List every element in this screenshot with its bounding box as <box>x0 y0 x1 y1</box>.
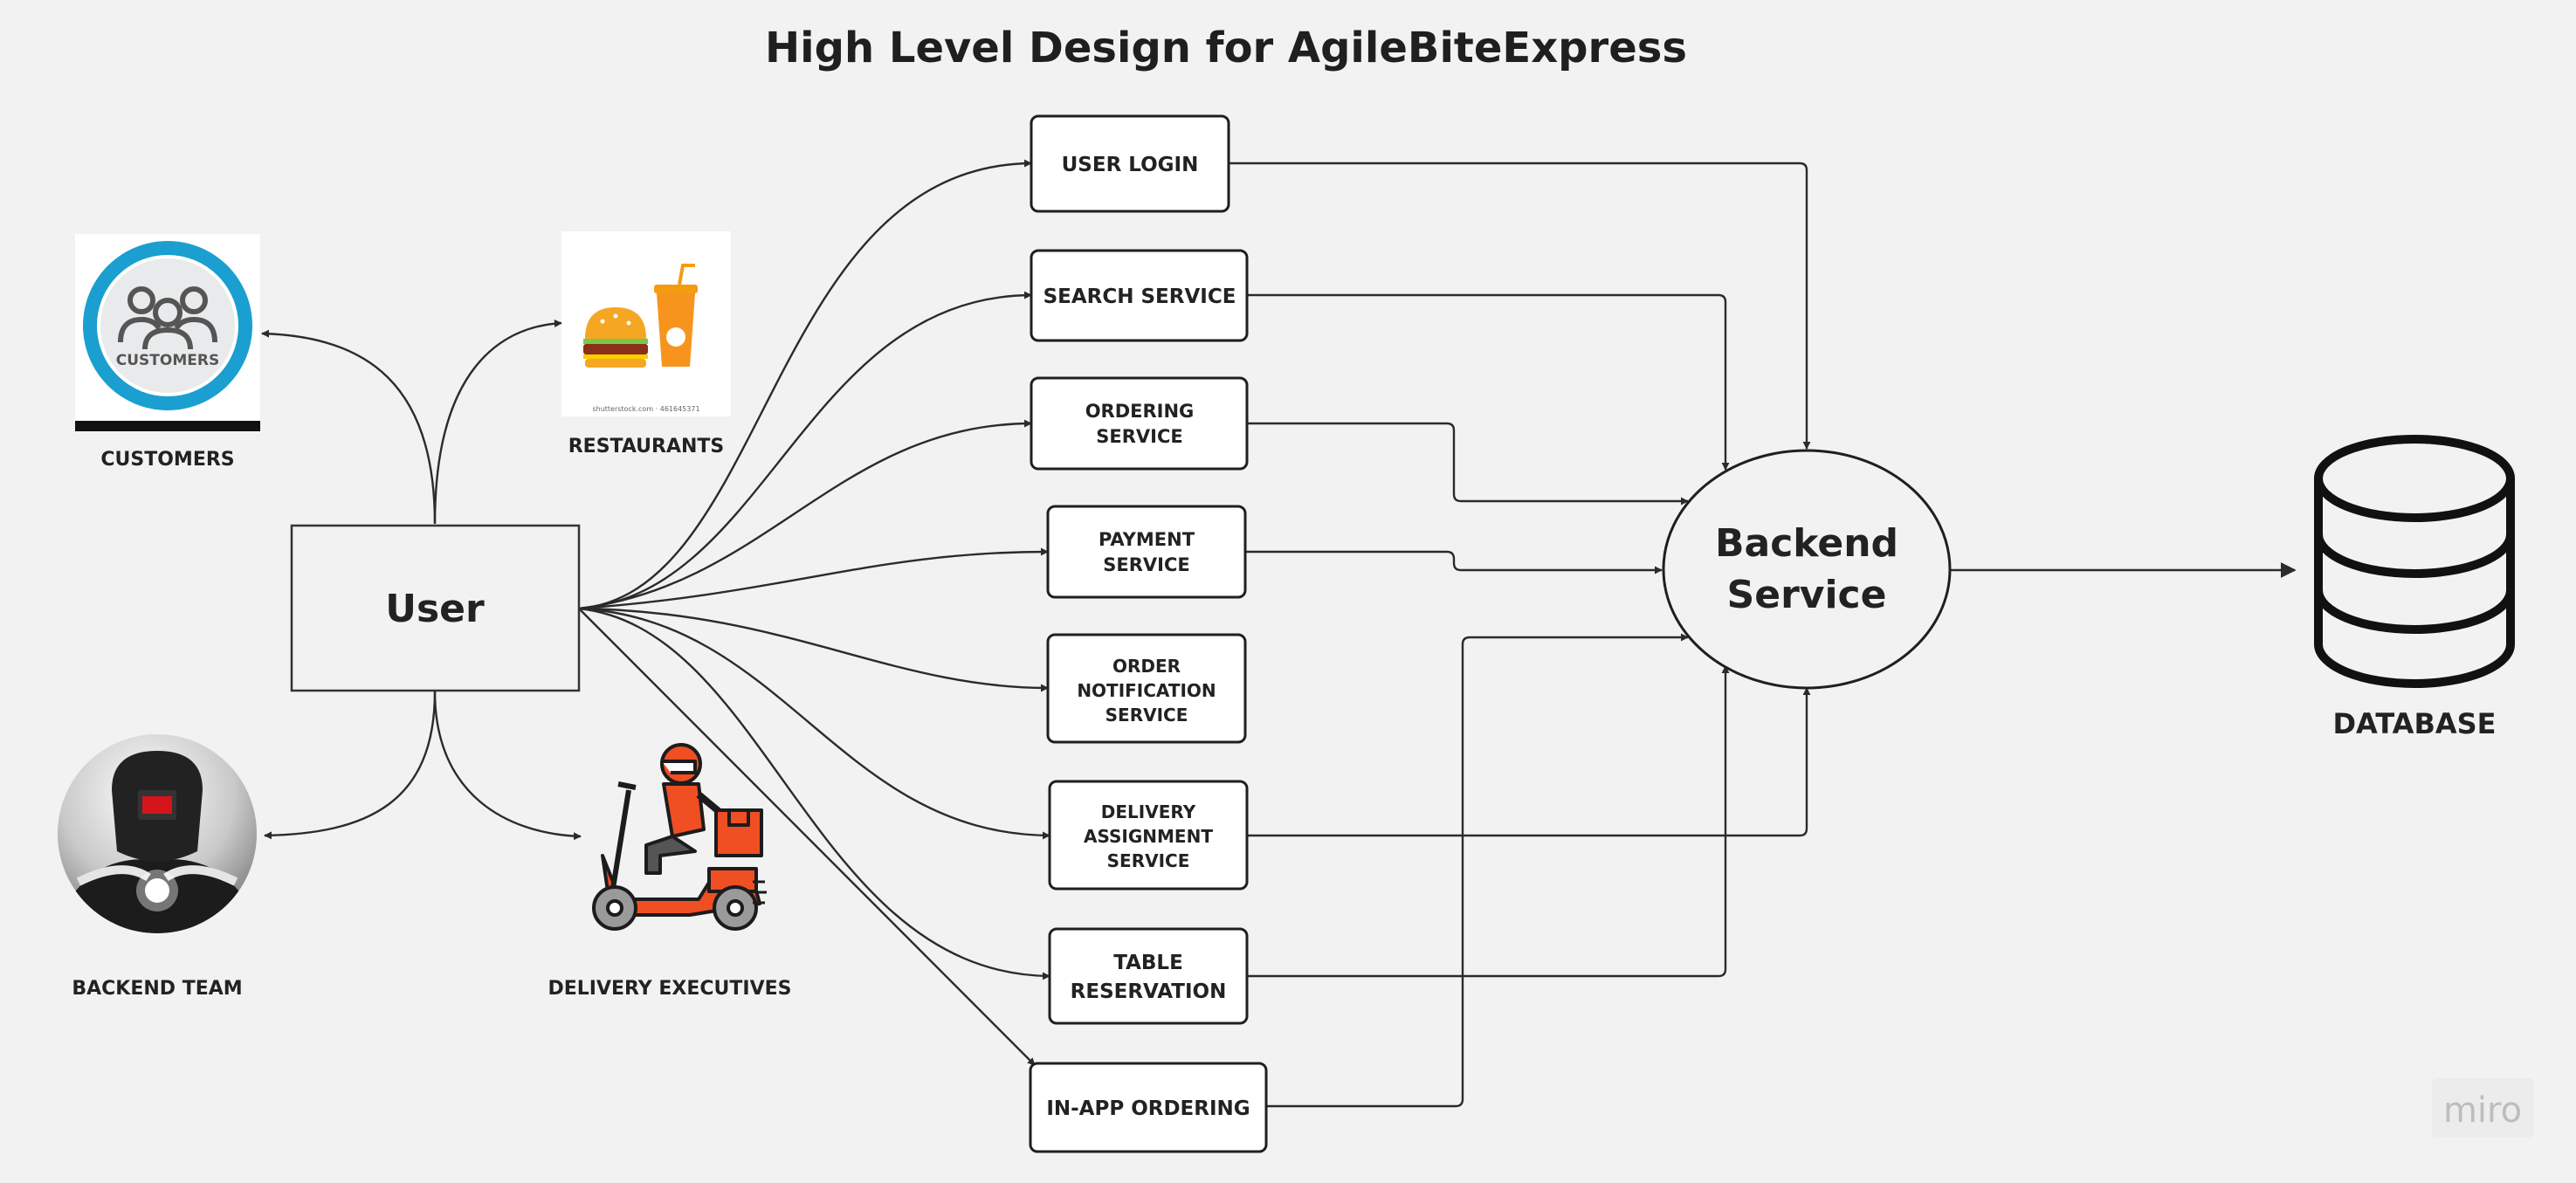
service-label-line: RESERVATION <box>1071 980 1227 1003</box>
edge-in-app-backend <box>1266 633 1689 1108</box>
service-box-in-app-ordering[interactable]: IN-APP ORDERING <box>1029 1062 1268 1153</box>
edge-user-backend-team <box>264 691 437 840</box>
service-label-line: PAYMENT <box>1099 529 1195 550</box>
edge-user-restaurants <box>433 320 562 525</box>
service-box-delivery-assignment-service[interactable]: DELIVERY ASSIGNMENT SERVICE <box>1048 780 1249 891</box>
backend-label-line: Backend <box>1715 521 1898 566</box>
customers-badge-text: CUSTOMERS <box>116 352 219 369</box>
customers-caption: CUSTOMERS <box>100 449 234 471</box>
service-box-payment-service[interactable]: PAYMENT SERVICE <box>1046 505 1247 599</box>
edge-user-login-backend <box>1229 162 1811 450</box>
burger-drink-icon: shutterstock.com · 461645371 <box>561 231 731 416</box>
database-caption: DATABASE <box>2332 707 2496 740</box>
edge-user-delivery-executives <box>433 691 582 841</box>
edge-search-backend <box>1247 293 1730 471</box>
edge-user-table-reservation <box>578 607 1050 980</box>
backend-label-line: Service <box>1727 573 1887 617</box>
delivery-executives-caption: DELIVERY EXECUTIVES <box>548 978 792 1000</box>
backend-service-node[interactable]: Backend Service <box>1662 449 1952 690</box>
user-node[interactable]: User <box>290 524 581 692</box>
service-box-search-service[interactable]: SEARCH SERVICE <box>1030 249 1249 342</box>
service-box-user-login[interactable]: USER LOGIN <box>1030 114 1230 213</box>
delivery-executives-actor[interactable]: DELIVERY EXECUTIVES <box>548 743 792 1000</box>
service-label-line: NOTIFICATION <box>1077 680 1216 701</box>
customers-icon: CUSTOMERS <box>75 234 260 431</box>
customers-actor[interactable]: CUSTOMERS CUSTOMERS <box>75 234 260 471</box>
edge-user-delivery-assignment <box>578 607 1050 840</box>
service-label-line: SEARCH SERVICE <box>1043 285 1236 308</box>
service-box-table-reservation[interactable]: TABLE RESERVATION <box>1048 927 1249 1025</box>
edge-ordering-backend <box>1247 422 1689 506</box>
edge-table-backend <box>1247 665 1730 978</box>
service-label-line: SERVICE <box>1105 705 1188 726</box>
actor-edges <box>261 320 582 841</box>
service-label-line: SERVICE <box>1096 426 1182 447</box>
service-label-line: SERVICE <box>1103 554 1189 575</box>
edge-user-search-service <box>578 291 1032 610</box>
welder-icon <box>58 734 257 933</box>
edge-user-in-app-ordering <box>578 608 1036 1066</box>
restaurants-actor[interactable]: shutterstock.com · 461645371 RESTAURANTS <box>561 231 731 457</box>
watermark-text: miro <box>2443 1090 2522 1131</box>
service-label-line: DELIVERY <box>1101 801 1196 822</box>
service-box-order-notification-service[interactable]: ORDER NOTIFICATION SERVICE <box>1046 633 1247 744</box>
service-label-line: IN-APP ORDERING <box>1046 1097 1250 1120</box>
edge-user-user-login <box>578 159 1032 610</box>
service-label-line: ASSIGNMENT <box>1084 826 1213 847</box>
backend-team-caption: BACKEND TEAM <box>72 978 242 1000</box>
service-edges <box>578 159 1050 1066</box>
edge-user-ordering-service <box>578 419 1032 610</box>
service-label-line: TABLE <box>1113 952 1183 974</box>
service-label-line: ORDER <box>1112 656 1181 677</box>
edge-user-customers <box>261 329 437 525</box>
backend-team-actor[interactable]: BACKEND TEAM <box>52 734 262 1000</box>
edge-user-order-notification <box>578 607 1049 692</box>
service-label-line: USER LOGIN <box>1062 154 1199 176</box>
edge-delivery-backend <box>1247 687 1811 837</box>
miro-watermark: miro <box>2432 1078 2534 1138</box>
edge-user-payment-service <box>578 547 1049 610</box>
service-label-line: SERVICE <box>1107 850 1190 871</box>
database-icon <box>2314 435 2515 688</box>
service-label-line: ORDERING <box>1085 401 1195 422</box>
delivery-scooter-icon <box>592 743 767 931</box>
database-node[interactable]: DATABASE <box>2314 435 2515 740</box>
restaurants-stock-text: shutterstock.com · 461645371 <box>592 405 699 413</box>
restaurants-caption: RESTAURANTS <box>568 436 725 457</box>
diagram-title: High Level Design for AgileBiteExpress <box>765 24 1687 72</box>
service-box-ordering-service[interactable]: ORDERING SERVICE <box>1030 376 1249 471</box>
user-label: User <box>385 587 485 631</box>
edge-payment-backend <box>1245 550 1663 574</box>
backend-edges <box>1229 162 2297 1108</box>
